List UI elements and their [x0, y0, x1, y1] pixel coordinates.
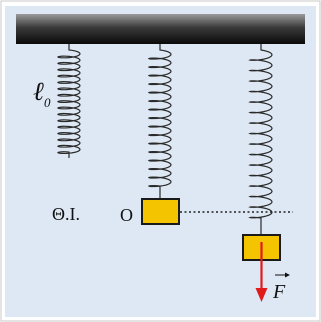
- origin-label: O: [120, 205, 133, 225]
- force-arrow-head: [255, 288, 268, 302]
- mass-at-equilibrium: [141, 198, 180, 225]
- stretched-spring: [248, 44, 273, 235]
- force-label: F: [272, 281, 286, 303]
- natural-length-subscript: 0: [44, 95, 51, 110]
- diagram-background: [5, 6, 316, 317]
- natural-length-spring: [57, 44, 81, 158]
- equilibrium-label: Θ.Ι.: [52, 204, 80, 224]
- force-vector-mark: [275, 272, 290, 278]
- equilibrium-spring: [147, 44, 172, 199]
- natural-length-label: ℓ: [33, 77, 44, 106]
- ceiling: [16, 14, 305, 44]
